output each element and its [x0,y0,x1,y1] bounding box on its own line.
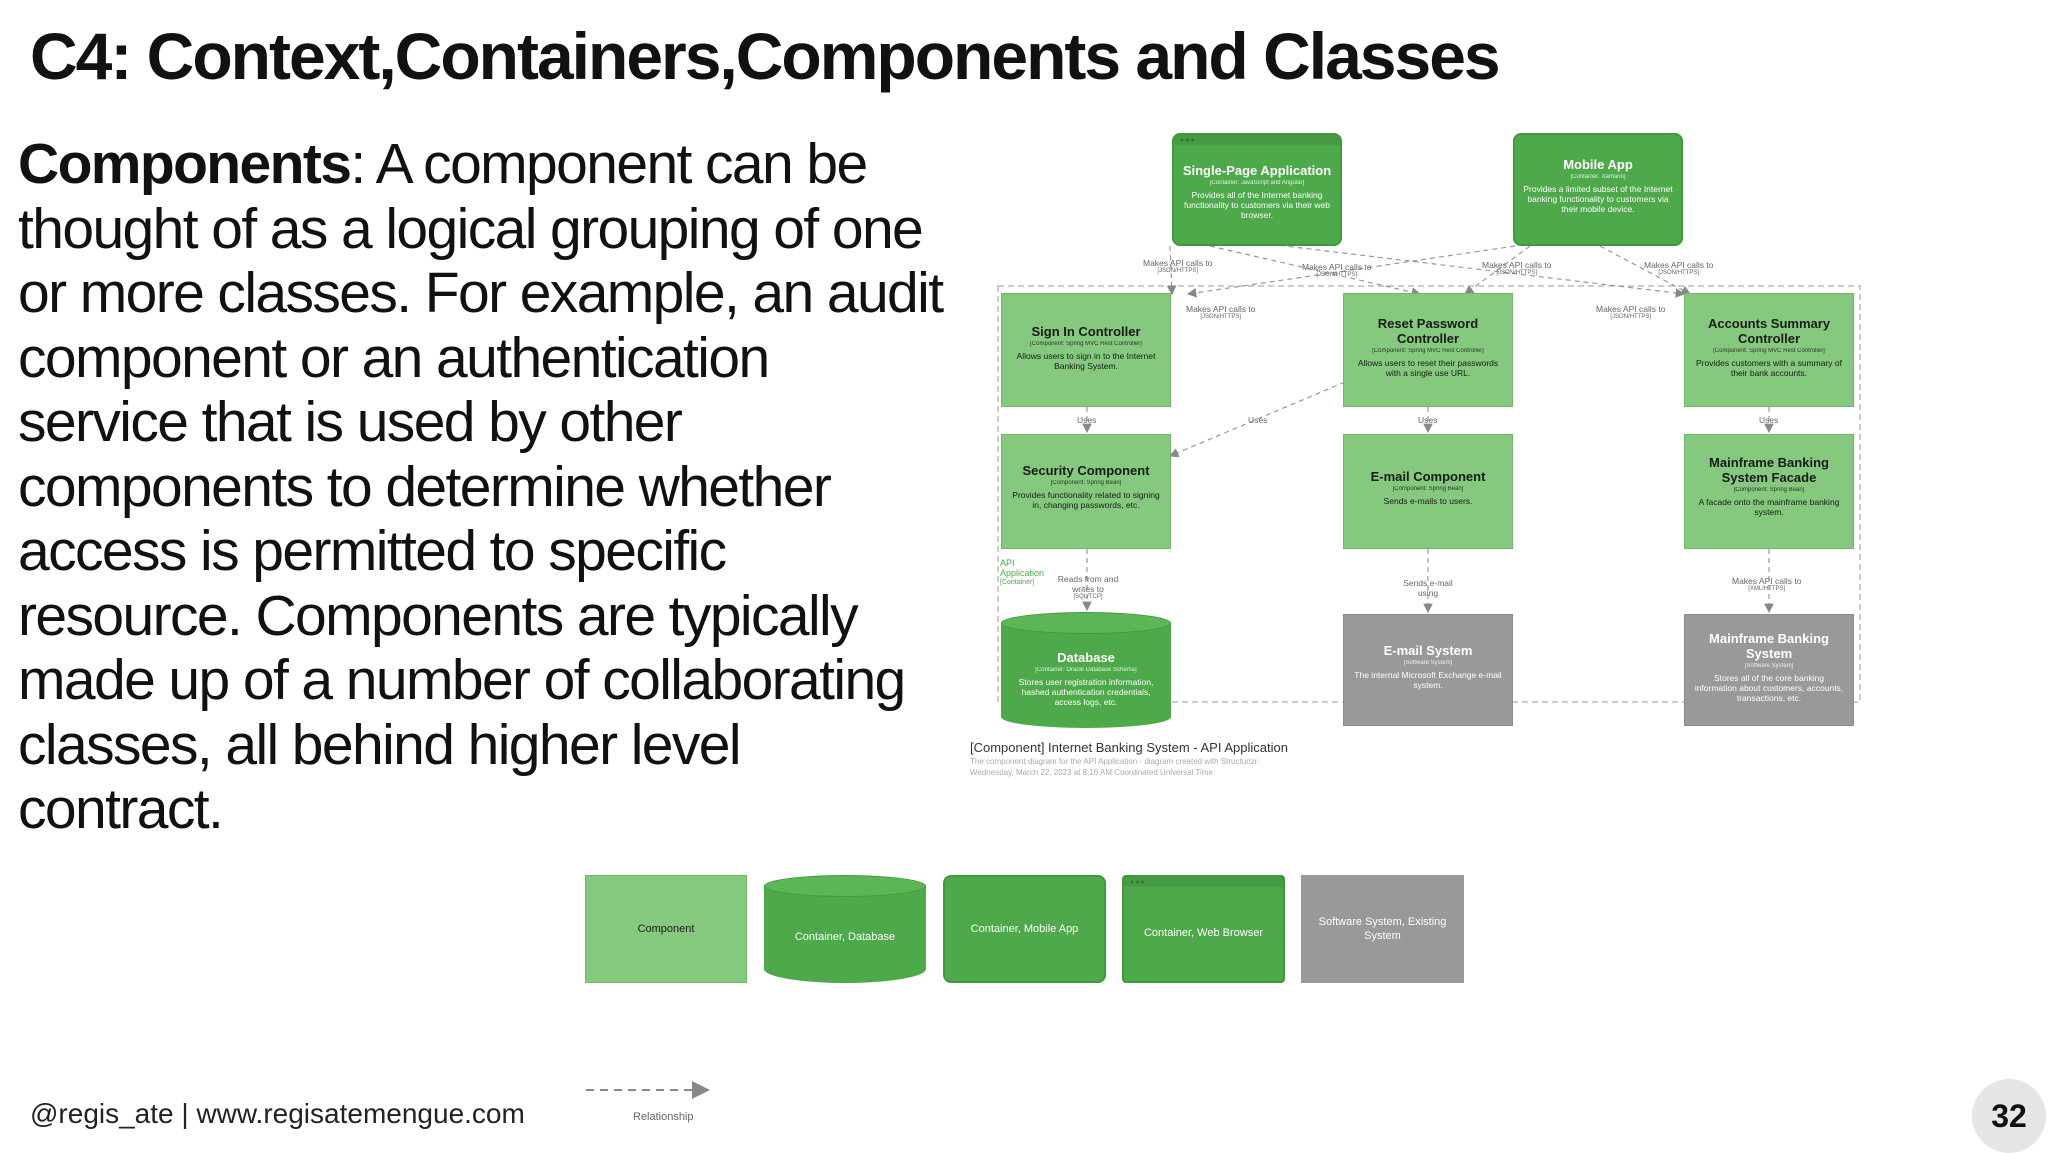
node-name: E-mail System [1383,643,1473,658]
node-database: Database [Container: Oracle Database Sch… [1001,612,1171,728]
node-desc: Sends e-mails to users. [1383,496,1473,506]
node-name: Security Component [1022,463,1150,478]
cylinder-top [1001,612,1171,634]
edge-label: Makes API calls to[JSON/HTTPS] [1596,304,1666,320]
node-name: Sign In Controller [1031,324,1141,339]
node-name: E-mail Component [1370,469,1486,484]
edge-label: Uses [1248,415,1268,425]
cylinder-bottom [1001,706,1171,728]
diagram-subcaption: The component diagram for the API Applic… [970,757,1260,766]
legend-cylinder-top [764,875,926,897]
node-email-component: E-mail Component [Component: Spring Bean… [1343,434,1513,549]
edge-mobile-signin [1186,245,1516,298]
node-type: [Component: Spring Bean] [1050,480,1122,486]
node-desc: Allows users to sign in to the Internet … [1016,351,1156,371]
node-mainframe-banking-system: Mainframe Banking System [Software Syste… [1684,614,1854,726]
node-desc: Provides all of the Internet banking fun… [1184,190,1330,220]
page-number: 32 [1972,1079,2046,1153]
body-term: Components [18,132,352,196]
node-mainframe-banking-system-facade: Mainframe Banking System Facade [Compone… [1684,434,1854,549]
edge-label: Uses [1759,415,1779,425]
node-desc: Stores all of the core banking informati… [1694,673,1844,703]
edge-spa-accounts [1234,239,1686,298]
legend-relationship-arrow [586,1081,710,1099]
cylinder-body [1001,623,1171,717]
diagram-caption: [Component] Internet Banking System - AP… [970,740,1288,755]
node-desc: Provides customers with a summary of the… [1696,358,1842,378]
node-type: [Component: Spring MVC Rest Controller] [1030,341,1142,347]
node-type: [Container: JavaScript and Angular] [1209,180,1305,186]
node-name: Mobile App [1563,157,1633,172]
window-dots-icon: ●●● [1130,879,1146,886]
footer-credit: @regis_ate | www.regisatemengue.com [30,1098,525,1129]
window-dots-icon: ●●● [1180,137,1196,144]
diagram-timestamp: Wednesday, March 22, 2023 at 8:16 AM Coo… [970,768,1213,777]
legend-container-mobile-app: Container, Mobile App [943,875,1106,983]
node-reset-password-controller: Reset Password Controller [Component: Sp… [1343,293,1513,407]
node-name: Mainframe Banking System Facade [1709,455,1829,485]
legend-software-system: Software System, Existing System [1301,875,1464,983]
edge-label: Sends e-mail using [1403,578,1453,598]
edge-label: Uses [1418,415,1438,425]
edge-reset-security [1168,381,1346,458]
node-name: Accounts Summary Controller [1707,316,1831,346]
legend-container-database: Container, Database [764,875,926,983]
node-type: [Component: Spring MVC Rest Controller] [1372,348,1484,354]
node-desc: Provides functionality related to signin… [1012,490,1160,510]
node-mobile-app: Mobile App [Container: Xamarin] Provides… [1513,133,1683,246]
browser-bar: ●●● [1174,135,1340,145]
node-single-page-application: ●●● Single-Page Application [Container: … [1172,133,1342,246]
edge-mobile-reset [1464,245,1531,295]
node-desc: Provides a limited subset of the Interne… [1523,184,1673,214]
edge-label: Makes API calls to[XML/HTTPS] [1732,576,1802,592]
edge-label: Makes API calls to[JSON/HTTPS] [1186,304,1256,320]
api-application-boundary [997,285,1861,703]
body-text: : A component can be thought of as a log… [18,132,944,841]
node-name: Single-Page Application [1182,163,1332,178]
node-name: Mainframe Banking System [1709,631,1829,661]
node-type: [Component: Spring MVC Rest Controller] [1713,348,1825,354]
node-desc: Allows users to reset their passwords wi… [1357,358,1499,378]
database-text: Database [Container: Oracle Database Sch… [1018,650,1154,707]
legend-relationship-label: Relationship [633,1111,694,1123]
edge-label: Makes API calls to[JSON/HTTPS] [1482,260,1552,276]
edge-spa-signin [1166,245,1177,296]
node-name: Reset Password Controller [1377,316,1479,346]
node-security-component: Security Component [Component: Spring Be… [1001,434,1171,549]
legend-component: Component [585,875,747,983]
slide-title: C4: Context,Containers,Components and Cl… [30,19,1501,93]
edge-label: Makes API calls to[JSON/HTTPS] [1302,262,1372,278]
boundary-label: API Application[Container] [1000,558,1045,586]
edge-label: Reads from and writes to[SQL/TCP] [1057,574,1119,600]
diagram-edges [997,239,1861,703]
edge-label: Makes API calls to[JSON/HTTPS] [1644,260,1714,276]
node-email-system: E-mail System [Software System] The inte… [1343,614,1513,726]
node-desc: A facade onto the mainframe banking syst… [1698,497,1840,517]
node-type: [Software System] [1744,663,1794,669]
node-accounts-summary-controller: Accounts Summary Controller [Component: … [1684,293,1854,407]
edge-label: Uses [1077,415,1097,425]
node-sign-in-controller: Sign In Controller [Component: Spring MV… [1001,293,1171,407]
legend-cylinder-body [764,885,926,983]
browser-bar: ●●● [1124,877,1283,887]
legend-container-web-browser: ●●● Container, Web Browser [1122,875,1285,983]
edge-mobile-accounts [1599,245,1692,295]
edge-label: Makes API calls to[JSON/HTTPS] [1143,258,1213,274]
node-desc: The internal Microsoft Exchange e-mail s… [1354,670,1502,690]
body-paragraph: Components: A component can be thought o… [18,132,948,842]
node-type: [Component: Spring Bean] [1392,486,1464,492]
node-type: [Component: Spring Bean] [1733,487,1805,493]
node-type: [Software System] [1403,660,1453,666]
node-type: [Container: Xamarin] [1570,174,1626,180]
